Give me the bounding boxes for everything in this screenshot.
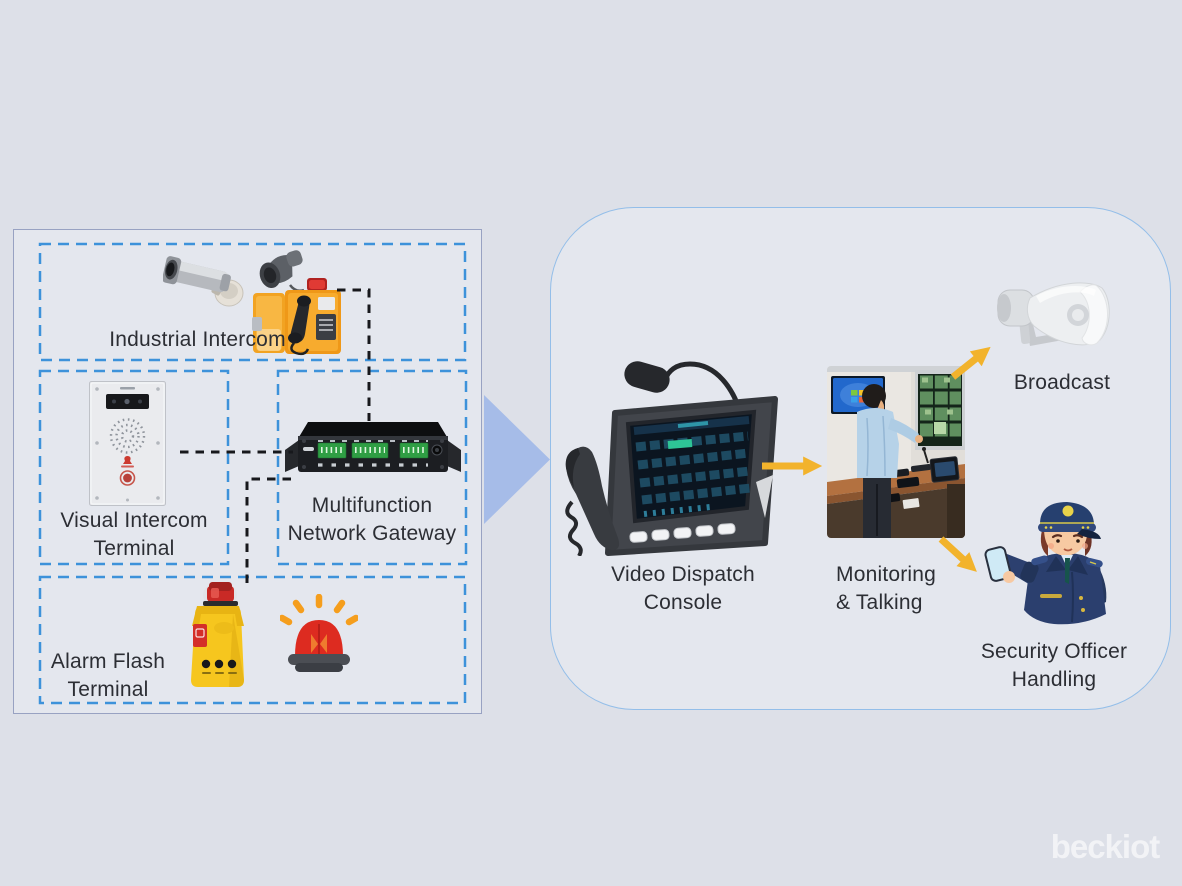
siren-icon <box>280 594 358 672</box>
security-officer-label-line2: Handling <box>1011 668 1097 691</box>
alarm-label-line2: Terminal <box>67 678 149 701</box>
visual-intercom-label-line1: Visual Intercom <box>60 509 208 532</box>
security-officer-icon <box>984 502 1107 625</box>
gateway-label-line2: Network Gateway <box>287 522 457 545</box>
security-officer-label-line1: Security Officer <box>980 640 1128 663</box>
monitoring-label-line2: & Talking <box>836 591 923 614</box>
monitoring-room-photo <box>827 366 965 538</box>
network-gateway-icon <box>285 422 461 472</box>
alarm-terminal-icon <box>191 582 244 687</box>
gateway-label-line1: Multifunction <box>311 494 433 517</box>
broadcast-horn-icon <box>997 282 1110 346</box>
monitoring-label-line1: Monitoring <box>836 563 937 586</box>
dispatch-console-label: Video Dispatch Console <box>611 563 755 614</box>
beckiot-logo: beckiot <box>1050 828 1161 865</box>
alarm-label: Alarm Flash Terminal <box>22 648 194 704</box>
broadcast-label: Broadcast <box>1013 371 1111 394</box>
visual-intercom-label-line2: Terminal <box>93 537 175 560</box>
cctv-camera-icon <box>163 256 244 307</box>
security-officer-label: Security Officer Handling <box>972 638 1136 694</box>
alarm-label-line1: Alarm Flash <box>50 650 166 673</box>
visual-intercom-label: Visual Intercom Terminal <box>48 507 220 563</box>
monitoring-label: Monitoring & Talking <box>836 561 956 617</box>
dispatch-console-icon <box>565 361 778 556</box>
industrial-intercom-label: Industrial Intercom <box>109 328 286 351</box>
intercom-panel-icon <box>89 381 166 506</box>
gateway-label: Multifunction Network Gateway <box>282 492 462 548</box>
flow-triangle-icon <box>484 395 550 524</box>
